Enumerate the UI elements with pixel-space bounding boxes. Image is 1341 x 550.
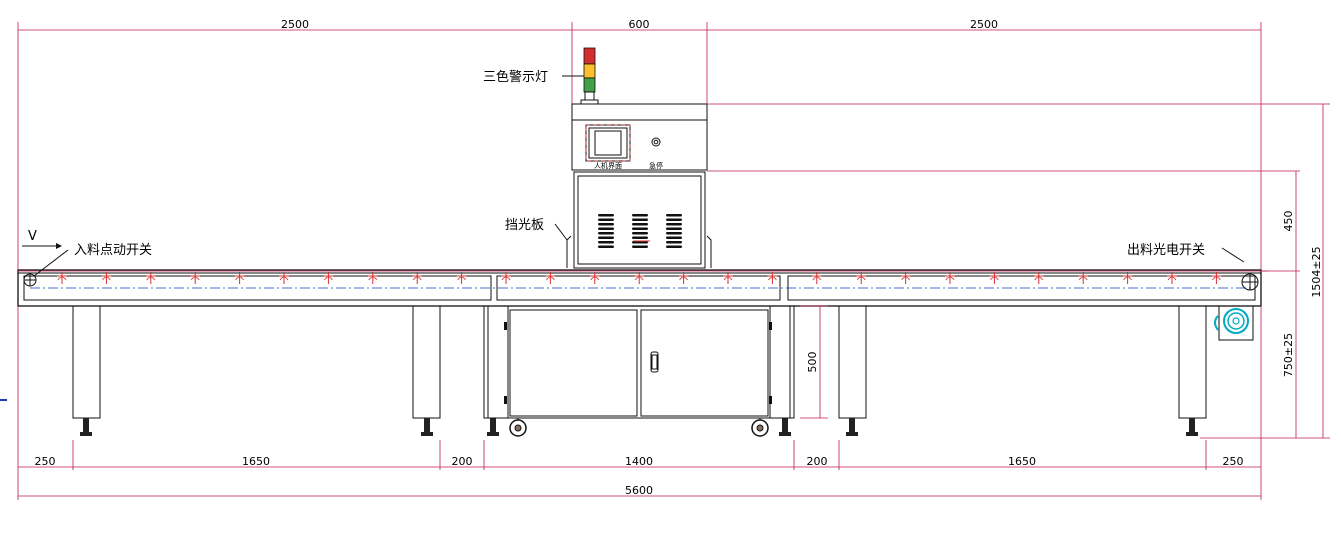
legs bbox=[72, 305, 1207, 436]
roller-mark bbox=[678, 272, 689, 284]
roller-mark bbox=[634, 272, 645, 284]
roller-mark bbox=[811, 272, 822, 284]
roller-mark bbox=[367, 272, 378, 284]
roller-mark bbox=[1167, 272, 1177, 284]
roller-mark bbox=[945, 272, 955, 284]
roller-mark bbox=[145, 272, 156, 284]
vent-slot bbox=[632, 236, 648, 239]
label-estop: 急停 bbox=[649, 161, 663, 170]
dim-bottom-5: 200 bbox=[807, 455, 828, 468]
top-dimensions: 2500 600 2500 bbox=[17, 18, 1262, 270]
roller-mark bbox=[190, 272, 201, 284]
label-outfeed-sensor: 出料光电开关 bbox=[1127, 243, 1205, 258]
roller-mark bbox=[989, 272, 1000, 284]
direction-arrow bbox=[22, 243, 62, 249]
leveling-foot bbox=[1186, 418, 1198, 436]
bottom-dimensions: 250 1650 200 1400 200 1650 250 5600 bbox=[17, 306, 1262, 500]
vent-slot bbox=[666, 223, 682, 226]
roller-mark bbox=[1211, 272, 1222, 284]
dim-top-right: 2500 bbox=[970, 18, 998, 31]
outfeed-sensor bbox=[1221, 247, 1259, 291]
vent-slot bbox=[598, 236, 614, 239]
vent-slot bbox=[632, 232, 648, 235]
dim-bottom-6: 1650 bbox=[1008, 455, 1036, 468]
vent-slot bbox=[598, 245, 614, 248]
vent-slot bbox=[666, 218, 682, 221]
roller-mark bbox=[1078, 272, 1089, 284]
roller-mark bbox=[1033, 272, 1044, 284]
tower-light bbox=[562, 47, 599, 105]
dim-overall: 5600 bbox=[625, 484, 653, 497]
label-infeed-switch: 入料点动开关 bbox=[74, 243, 152, 258]
vent-cabinet bbox=[573, 171, 706, 269]
label-hmi: 人机界面 bbox=[594, 161, 622, 170]
vent-slot bbox=[598, 223, 614, 226]
right-dimensions: 1504±25 450 750±25 500 bbox=[707, 103, 1330, 439]
leveling-foot bbox=[846, 418, 858, 436]
vent-slot bbox=[666, 241, 682, 244]
roller-mark bbox=[234, 272, 245, 284]
vent-slot bbox=[632, 227, 648, 230]
leveling-foot bbox=[421, 418, 433, 436]
leveling-foot bbox=[779, 418, 791, 436]
vent-slot bbox=[632, 223, 648, 226]
light-shield-plates bbox=[554, 223, 712, 268]
dim-upper-height: 450 bbox=[1282, 211, 1295, 232]
vent-slot bbox=[632, 241, 648, 244]
vent-slot bbox=[666, 214, 682, 217]
roller-mark bbox=[767, 272, 778, 284]
dim-cabinet-height: 500 bbox=[806, 352, 819, 373]
vent-slot bbox=[598, 227, 614, 230]
dim-bottom-3: 200 bbox=[452, 455, 473, 468]
vent-slot bbox=[598, 232, 614, 235]
roller-mark bbox=[412, 272, 423, 284]
dim-bottom-2: 1650 bbox=[242, 455, 270, 468]
dim-bottom-4: 1400 bbox=[625, 455, 653, 468]
dim-total-height: 1504±25 bbox=[1310, 246, 1323, 297]
roller-mark bbox=[545, 272, 556, 284]
roller-mark bbox=[279, 272, 289, 284]
roller-mark bbox=[856, 272, 867, 284]
roller-mark bbox=[323, 272, 334, 284]
roller-mark bbox=[57, 272, 67, 284]
roller-mark bbox=[101, 272, 112, 284]
dim-bottom-1: 250 bbox=[35, 455, 56, 468]
control-housing bbox=[571, 103, 708, 171]
drive-motor bbox=[1214, 305, 1254, 341]
infeed-switch bbox=[23, 249, 69, 287]
roller-marks bbox=[57, 272, 1222, 284]
roller-mark bbox=[900, 272, 911, 284]
roller-mark bbox=[501, 272, 511, 284]
conveyor-frame bbox=[17, 269, 1268, 307]
direction-label: V bbox=[28, 229, 37, 244]
leveling-foot bbox=[487, 418, 499, 436]
vent-slot bbox=[598, 218, 614, 221]
vent-slot bbox=[666, 227, 682, 230]
roller-mark bbox=[589, 272, 600, 284]
vent-slot bbox=[598, 214, 614, 217]
roller-mark bbox=[1122, 272, 1133, 284]
dim-bottom-7: 250 bbox=[1223, 455, 1244, 468]
label-tower-light: 三色警示灯 bbox=[483, 69, 548, 85]
center-cabinet bbox=[483, 305, 795, 437]
vent-slot bbox=[632, 214, 648, 217]
dim-top-left: 2500 bbox=[281, 18, 309, 31]
vent-slot bbox=[666, 232, 682, 235]
vent-slot bbox=[632, 218, 648, 221]
roller-mark bbox=[456, 272, 467, 284]
roller-mark bbox=[723, 272, 733, 284]
vent-slot bbox=[598, 241, 614, 244]
leveling-foot bbox=[80, 418, 92, 436]
label-light-shield: 挡光板 bbox=[505, 218, 544, 233]
vent-slot bbox=[632, 245, 648, 248]
vent-slot bbox=[666, 245, 682, 248]
vent-slot bbox=[666, 236, 682, 239]
dim-lower-height: 750±25 bbox=[1282, 333, 1295, 377]
dim-top-middle: 600 bbox=[629, 18, 650, 31]
